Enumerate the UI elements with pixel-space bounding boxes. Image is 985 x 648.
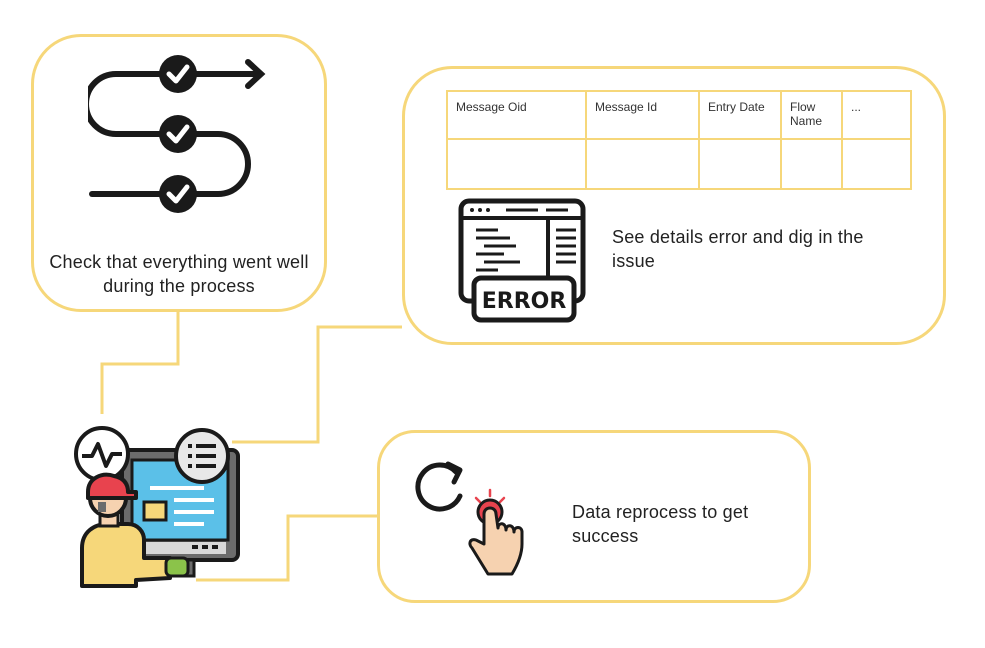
click-hand-icon — [468, 488, 524, 576]
table-cell — [780, 138, 843, 190]
table-cell — [585, 138, 700, 190]
header-entry-date: Entry Date — [698, 90, 782, 140]
process-path-icon — [88, 55, 266, 213]
table-cell — [698, 138, 782, 190]
reprocess-caption: Data reprocess to get success — [572, 502, 749, 546]
refresh-icon — [415, 461, 463, 512]
operator-at-computer-icon — [74, 426, 240, 588]
header-flow-name: Flow Name — [780, 90, 843, 140]
error-caption: See details error and dig in the issue — [612, 227, 864, 271]
reprocess-card — [377, 430, 811, 603]
connector-reprocess — [196, 514, 377, 582]
header-message-id: Message Id — [585, 90, 700, 140]
error-log-icon: ERROR — [458, 198, 586, 323]
table-header-row: Message Oid Message Id Entry Date Flow N… — [446, 90, 912, 140]
check-caption: Check that everything went well during t… — [49, 252, 309, 296]
message-table: Message Oid Message Id Entry Date Flow N… — [446, 90, 912, 190]
table-cell — [841, 138, 912, 190]
connector-error — [232, 325, 402, 444]
table-cell — [446, 138, 587, 190]
connector-check — [100, 312, 180, 414]
header-more: ... — [841, 90, 912, 140]
table-row — [446, 138, 912, 190]
header-message-oid: Message Oid — [446, 90, 587, 140]
error-label: ERROR — [482, 289, 567, 314]
